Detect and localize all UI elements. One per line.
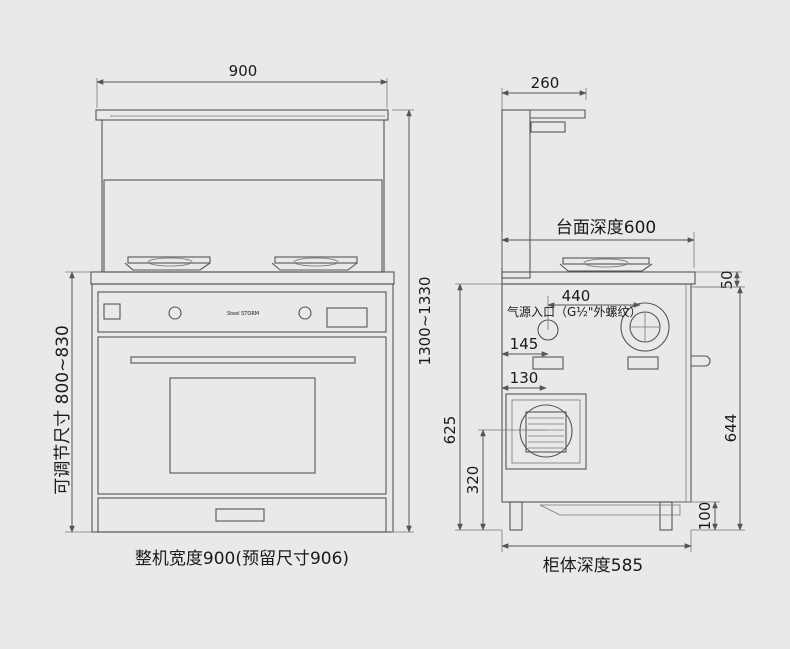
- knob-left: [168, 306, 182, 320]
- side-caption: 柜体深度585: [543, 556, 643, 576]
- adjustable-height-label: 可调节尺寸 800~830: [53, 325, 73, 495]
- fan-unit: [505, 393, 587, 470]
- inlet-offset-dimension: 440: [547, 287, 641, 330]
- width-dimension: 900: [96, 62, 388, 108]
- backsplash-panel: [95, 109, 389, 273]
- inlet-from-back-label: 145: [510, 335, 539, 353]
- countertop-side: [501, 271, 696, 285]
- top-thickness-label: 50: [718, 270, 736, 289]
- control-panel: [97, 291, 387, 333]
- side-view: 260 台面深度600 50: [441, 74, 745, 576]
- burner-right: [271, 256, 358, 271]
- cabinet-side: [501, 283, 711, 503]
- drawer: [97, 497, 387, 533]
- gas-inlet-note: 气源入口（G½"外螺纹）: [507, 304, 641, 319]
- fan-height-dimension: 625: [441, 283, 502, 531]
- front-caption: 整机宽度900(预留尺寸906): [135, 549, 349, 569]
- fan-from-back-dimension: 130: [501, 369, 547, 391]
- adjustable-height-dimension: 可调节尺寸 800~830: [53, 271, 92, 533]
- display-window: [103, 303, 121, 320]
- legs: [509, 501, 681, 531]
- burner-side: [559, 257, 653, 272]
- inlet-from-back-dimension: 145: [501, 335, 549, 357]
- backsplash-side: [501, 109, 586, 279]
- countertop-depth-label: 台面深度600: [556, 218, 656, 238]
- width-label: 900: [229, 62, 258, 80]
- leg-height-dimension: 100: [672, 501, 720, 531]
- countertop-depth-dimension: 台面深度600: [501, 218, 695, 268]
- brand-label: Steel STORM: [227, 311, 259, 317]
- oven-handle: [130, 356, 356, 364]
- oven-door: [97, 336, 387, 495]
- total-height-dimension: 1300~1330: [392, 109, 434, 533]
- panel-depth-label: 260: [531, 74, 560, 92]
- display-panel: [326, 307, 368, 328]
- fan-base-height-dimension: 320: [464, 429, 546, 531]
- fan-height-label: 625: [441, 416, 459, 445]
- side-handle-left: [532, 356, 564, 370]
- fan-from-back-label: 130: [510, 369, 539, 387]
- inlet-offset-label: 440: [562, 287, 591, 305]
- oven-window: [169, 377, 316, 474]
- countertop-front: [90, 271, 395, 285]
- drawer-handle: [215, 508, 265, 522]
- cabinet-depth-dimension: 柜体深度585: [501, 530, 692, 576]
- side-handle-right: [627, 356, 659, 370]
- burner-left: [124, 256, 211, 271]
- fan-base-height-label: 320: [464, 466, 482, 495]
- fan-vent-top: [620, 302, 670, 352]
- cabinet-height-label: 644: [722, 414, 740, 443]
- total-height-label: 1300~1330: [416, 277, 434, 366]
- side-knob: [691, 355, 711, 367]
- cabinet-front: Steel STORM: [91, 283, 394, 533]
- knob-right: [298, 306, 312, 320]
- cabinet-height-dimension: 644: [691, 286, 745, 531]
- panel-depth-dimension: 260: [501, 74, 587, 110]
- leg-height-label: 100: [696, 502, 714, 531]
- front-view: 900 Steel STO: [53, 62, 434, 569]
